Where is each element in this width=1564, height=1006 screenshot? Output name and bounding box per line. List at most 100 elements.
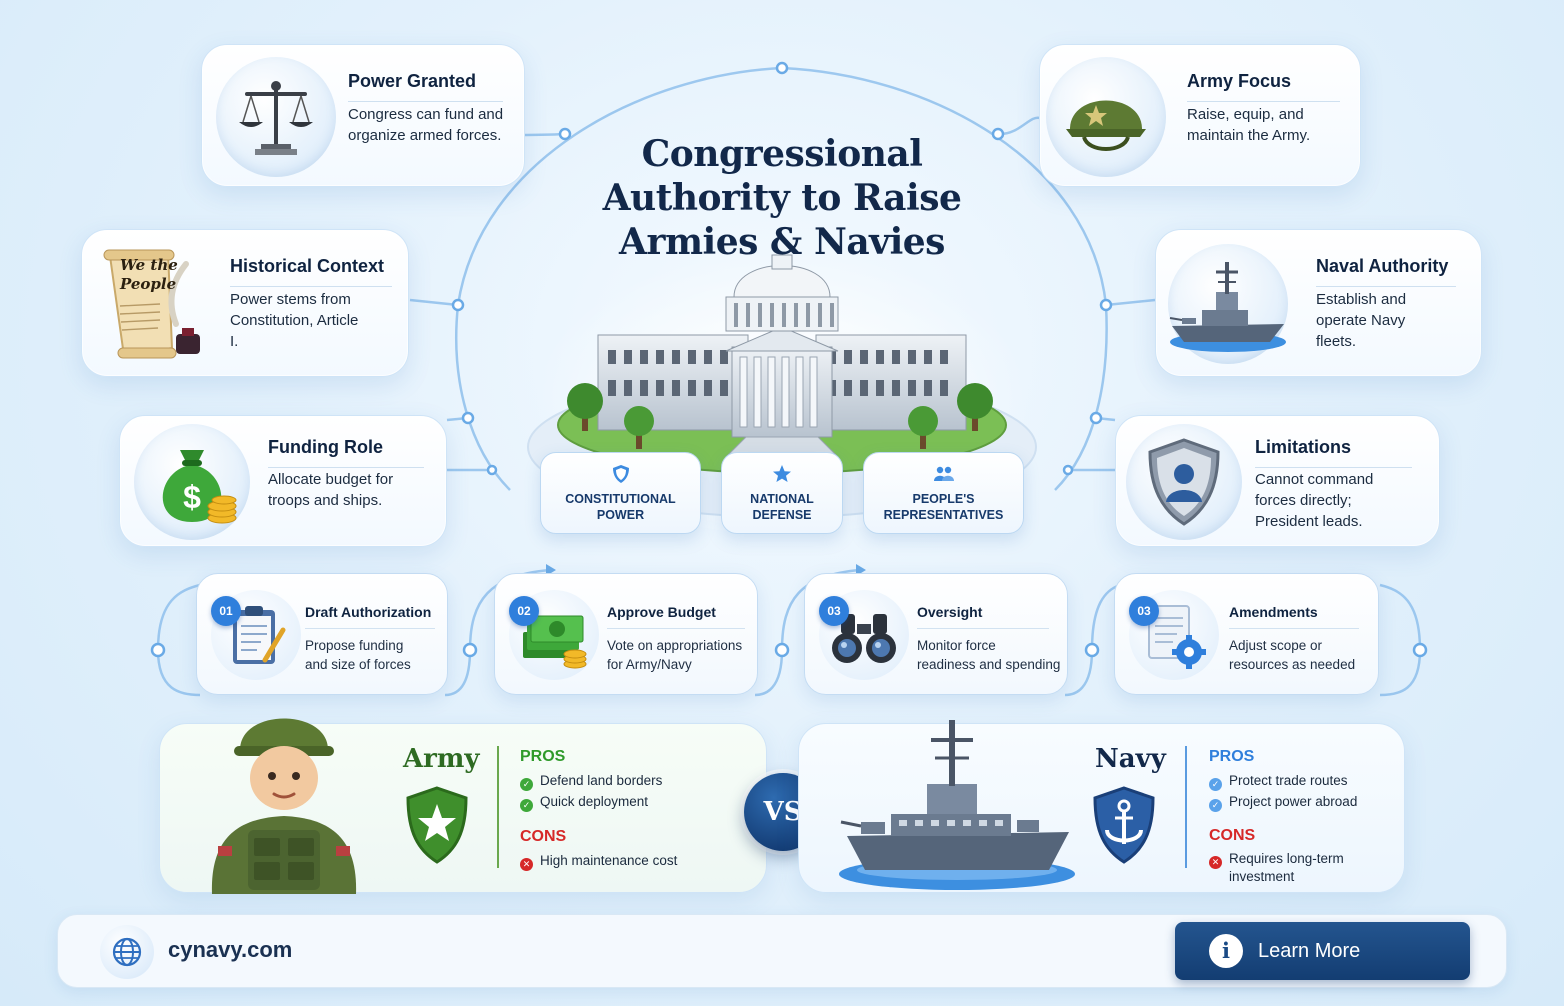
navy-cons-label: CONS <box>1209 827 1256 844</box>
globe-icon-bubble <box>100 925 154 979</box>
navy-divider <box>1185 746 1187 868</box>
scroll-lettering: We the People <box>120 256 178 293</box>
helmet-icon-bubble <box>1046 57 1166 177</box>
army-con-text: High maintenance cost <box>540 853 678 868</box>
pill-label-line1: PEOPLE'S <box>912 492 975 506</box>
card-title: Limitations <box>1255 437 1412 468</box>
navy-pros-label: PROS <box>1209 748 1255 765</box>
step-description-line: Vote on appropriations <box>607 638 743 653</box>
step-number-badge: 03 <box>1129 596 1159 626</box>
step-number-badge: 03 <box>819 596 849 626</box>
step-description-line: and size of forces <box>305 657 411 672</box>
step-description: Propose funding and size of forces <box>305 636 411 674</box>
binoculars-icon-bubble <box>819 590 909 680</box>
army-helmet-icon <box>1066 100 1146 151</box>
card-power-granted: Power Granted Congress can fund and orga… <box>201 44 525 187</box>
pill-national-defense: NATIONAL DEFENSE <box>721 452 843 534</box>
army-con-item: ✕ High maintenance cost <box>520 852 677 871</box>
card-description: Power stems from Constitution, Article I… <box>230 291 359 350</box>
step-description-line: for Army/Navy <box>607 657 692 672</box>
card-description: Raise, equip, and maintain the Army. <box>1187 106 1311 144</box>
info-icon: i <box>1209 934 1243 968</box>
learn-more-button[interactable]: i Learn More <box>1175 922 1470 980</box>
pill-label-line2: DEFENSE <box>752 508 812 522</box>
soldier-illustration <box>211 718 357 894</box>
army-pro-item: ✓ Quick deployment <box>520 793 648 812</box>
step-oversight: 03 Oversight Monitor force readiness and… <box>804 573 1068 695</box>
svg-text:$: $ <box>183 479 201 515</box>
site-link[interactable]: cynavy.com <box>168 937 293 962</box>
scales-icon-bubble <box>216 57 336 177</box>
pill-label-line2: REPRESENTATIVES <box>883 508 1004 522</box>
card-historical-context: We the People Historical Context Power s… <box>81 229 409 377</box>
warship-icon-bubble <box>1168 244 1288 364</box>
check-icon: ✓ <box>1209 799 1222 812</box>
navy-pro-item: ✓Project power abroad <box>1209 793 1357 812</box>
navy-con-item-continued: investment <box>1229 868 1294 886</box>
army-divider <box>497 746 499 868</box>
pill-peoples-representatives: PEOPLE'S REPRESENTATIVES <box>863 452 1024 534</box>
card-title: Funding Role <box>268 437 424 468</box>
card-title: Naval Authority <box>1316 256 1456 287</box>
x-circle-icon: ✕ <box>520 858 533 871</box>
navy-con-text: Requires long-term <box>1229 851 1344 866</box>
step-description: Monitor force readiness and spending <box>917 636 1060 674</box>
clipboard-icon <box>233 606 286 664</box>
shield-person-icon-bubble <box>1126 424 1242 540</box>
card-limitations: Limitations Cannot command forces direct… <box>1115 415 1440 547</box>
navy-pro-text: Protect trade routes <box>1229 773 1348 788</box>
navy-comparison-panel: Navy PROS ✓ Protect trade routes ✓Project… <box>798 720 1405 893</box>
step-title: Oversight <box>917 604 1049 629</box>
star-icon <box>773 465 791 482</box>
pill-label-line1: CONSTITUTIONAL <box>565 492 676 506</box>
step-description-line: readiness and spending <box>917 657 1061 672</box>
card-description: Cannot command forces directly; Presiden… <box>1255 471 1374 530</box>
navy-con-item: ✕ Requires long-term <box>1209 850 1344 869</box>
army-star-shield-icon <box>406 786 468 864</box>
learn-more-label: Learn More <box>1258 940 1361 962</box>
globe-icon <box>112 937 142 967</box>
card-description: Allocate budget for troops and ships. <box>268 471 394 509</box>
shield-icon <box>612 465 629 483</box>
step-approve-budget: 02 Approve Budget Vote on appropriations… <box>494 573 758 695</box>
step-title: Draft Authorization <box>305 604 435 629</box>
step-amendments: 03 Amendments Adjust scope or resources … <box>1114 573 1379 695</box>
army-pros-label: PROS <box>520 748 566 765</box>
navy-pro-item: ✓ Protect trade routes <box>1209 772 1348 791</box>
step-draft-authorization: 01 Draft Authorization Propose funding a… <box>196 573 448 695</box>
scales-icon <box>239 81 313 155</box>
step-description: Vote on appropriations for Army/Navy <box>607 636 742 674</box>
check-icon: ✓ <box>520 799 533 812</box>
step-number-badge: 02 <box>509 596 539 626</box>
scroll-quill-icon <box>103 249 200 359</box>
army-cons-label: CONS <box>520 828 567 845</box>
step-description-line: Monitor force <box>917 638 996 653</box>
card-title: Historical Context <box>230 256 392 287</box>
check-icon: ✓ <box>520 778 533 791</box>
step-number-badge: 01 <box>211 596 241 626</box>
x-circle-icon: ✕ <box>1209 856 1222 869</box>
army-pro-text: Quick deployment <box>540 794 649 809</box>
step-description-line: resources as needed <box>1229 657 1356 672</box>
navy-anchor-shield-icon <box>1093 786 1155 864</box>
pill-label-line1: NATIONAL <box>750 492 814 506</box>
scroll-icon-bubble <box>90 244 210 364</box>
step-title: Amendments <box>1229 604 1359 629</box>
card-title: Army Focus <box>1187 71 1340 102</box>
step-description-line: Propose funding <box>305 638 404 653</box>
main-title: Congressional Authority to Raise Armies … <box>602 133 962 263</box>
card-funding-role: $ Funding Role Allocate budget for troop… <box>119 415 447 547</box>
card-description: Establish and operate Navy fleets. <box>1316 291 1407 350</box>
navy-branch-title: Navy <box>1095 744 1166 774</box>
card-naval-authority: Naval Authority Establish and operate Na… <box>1155 229 1482 377</box>
shield-person-icon <box>1148 438 1220 526</box>
card-army-focus: Army Focus Raise, equip, and maintain th… <box>1039 44 1361 187</box>
step-description-line: Adjust scope or <box>1229 638 1323 653</box>
army-pro-text: Defend land borders <box>540 773 663 788</box>
document-gear-icon-bubble <box>1129 590 1219 680</box>
money-bag-icon-bubble: $ <box>134 424 250 540</box>
step-description: Adjust scope or resources as needed <box>1229 636 1355 674</box>
card-description: Congress can fund and organize armed for… <box>348 106 504 144</box>
people-icon <box>933 466 954 481</box>
check-icon: ✓ <box>1209 778 1222 791</box>
